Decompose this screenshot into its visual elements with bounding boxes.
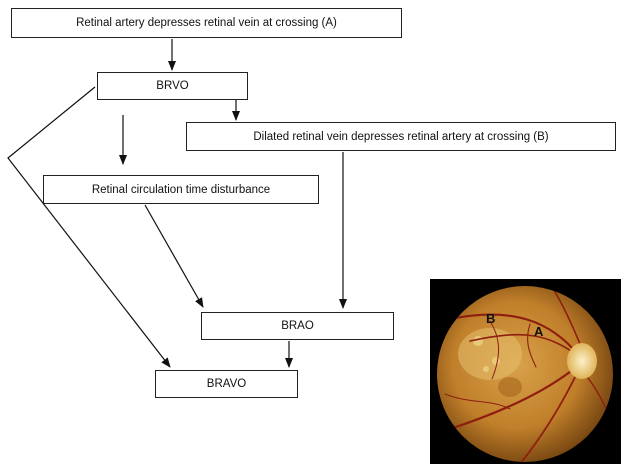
arrow-circulation-to-brao [144, 204, 204, 308]
node-bravo: BRAVO [155, 370, 298, 398]
arrow-brvo-to-bravo [7, 86, 171, 368]
crossing-label-b: B [486, 311, 496, 326]
fundus-photo: B A [430, 279, 621, 464]
node-vein-depresses-artery: Dilated retinal vein depresses retinal a… [186, 122, 616, 151]
node-brvo: BRVO [97, 72, 248, 100]
optic-disc [567, 343, 597, 379]
node-brao: BRAO [201, 312, 394, 340]
crossing-label-a: A [534, 324, 544, 339]
node-artery-depresses-vein: Retinal artery depresses retinal vein at… [11, 8, 402, 38]
node-circulation-disturbance: Retinal circulation time disturbance [43, 175, 319, 204]
